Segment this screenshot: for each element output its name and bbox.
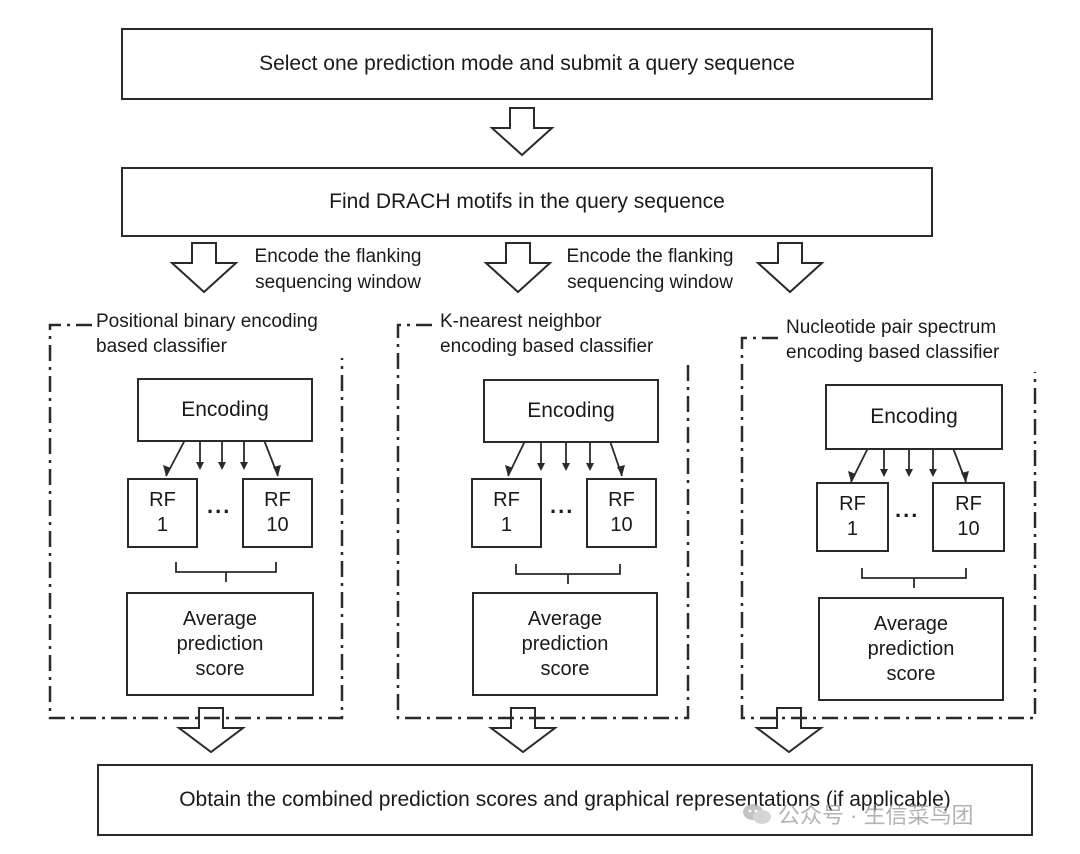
encode-label: Encode the flanking sequencing window: [254, 246, 422, 293]
classifier-title: Nucleotide pair spectrum encoding based …: [786, 317, 1000, 363]
rf-model-box: RF 1: [816, 482, 889, 552]
rf-label: RF 10: [955, 493, 982, 540]
arrow-down-icon: [483, 242, 553, 294]
rf-model-box: RF 10: [932, 482, 1005, 552]
arrow-down-icon: [755, 242, 825, 294]
classifier-title: Positional binary encoding based classif…: [96, 311, 318, 357]
classifier-frame: [48, 323, 344, 720]
average-score-box: Average prediction score: [126, 592, 314, 696]
average-score-label: Average prediction score: [867, 612, 955, 685]
rf-label: RF 10: [608, 489, 635, 536]
average-score-label: Average prediction score: [521, 607, 609, 680]
rf-label: RF 1: [839, 493, 866, 540]
find-motifs-text: Find DRACH motifs in the query sequence: [329, 189, 725, 213]
brace: [175, 562, 277, 582]
encode-label: Encode the flanking sequencing window: [566, 246, 734, 293]
arrow-down-icon: [488, 707, 558, 754]
arrow-down-icon: [169, 242, 239, 294]
arrow-down-icon: [489, 107, 555, 157]
wechat-icon: [743, 804, 771, 824]
arrow-down-icon: [176, 707, 246, 754]
brace: [515, 564, 621, 584]
encoding-box: Encoding: [825, 384, 1003, 450]
select-mode-text: Select one prediction mode and submit a …: [259, 51, 795, 75]
encoding-label: Encoding: [527, 398, 615, 422]
classifier-frame: [740, 336, 1037, 720]
rf-label: RF 1: [493, 489, 520, 536]
rf-model-box: RF 10: [242, 478, 313, 548]
watermark-text: 公众号 · 生信菜鸟团: [778, 803, 974, 828]
encoding-label: Encoding: [181, 397, 269, 421]
encoding-box: Encoding: [483, 379, 659, 443]
find-motifs-step: Find DRACH motifs in the query sequence: [121, 167, 933, 237]
arrow-down-icon: [754, 707, 824, 754]
ellipsis: ...: [207, 493, 232, 518]
rf-model-box: RF 1: [471, 478, 542, 548]
watermark: 公众号 · 生信菜鸟团: [742, 798, 974, 830]
ellipsis: ...: [550, 493, 575, 518]
rf-model-box: RF 10: [586, 478, 657, 548]
rf-model-box: RF 1: [127, 478, 198, 548]
classifier-frame: [396, 323, 690, 720]
rf-label: RF 1: [149, 489, 176, 536]
classifier-title: K-nearest neighbor encoding based classi…: [440, 311, 654, 357]
ellipsis: ...: [895, 497, 920, 522]
encoding-box: Encoding: [137, 378, 313, 442]
brace: [861, 568, 967, 588]
average-score-box: Average prediction score: [472, 592, 658, 696]
average-score-label: Average prediction score: [176, 607, 264, 680]
select-mode-step: Select one prediction mode and submit a …: [121, 28, 933, 100]
average-score-box: Average prediction score: [818, 597, 1004, 701]
combined-scores-step: Obtain the combined prediction scores an…: [97, 764, 1033, 836]
rf-label: RF 10: [264, 489, 291, 536]
encoding-label: Encoding: [870, 404, 958, 428]
